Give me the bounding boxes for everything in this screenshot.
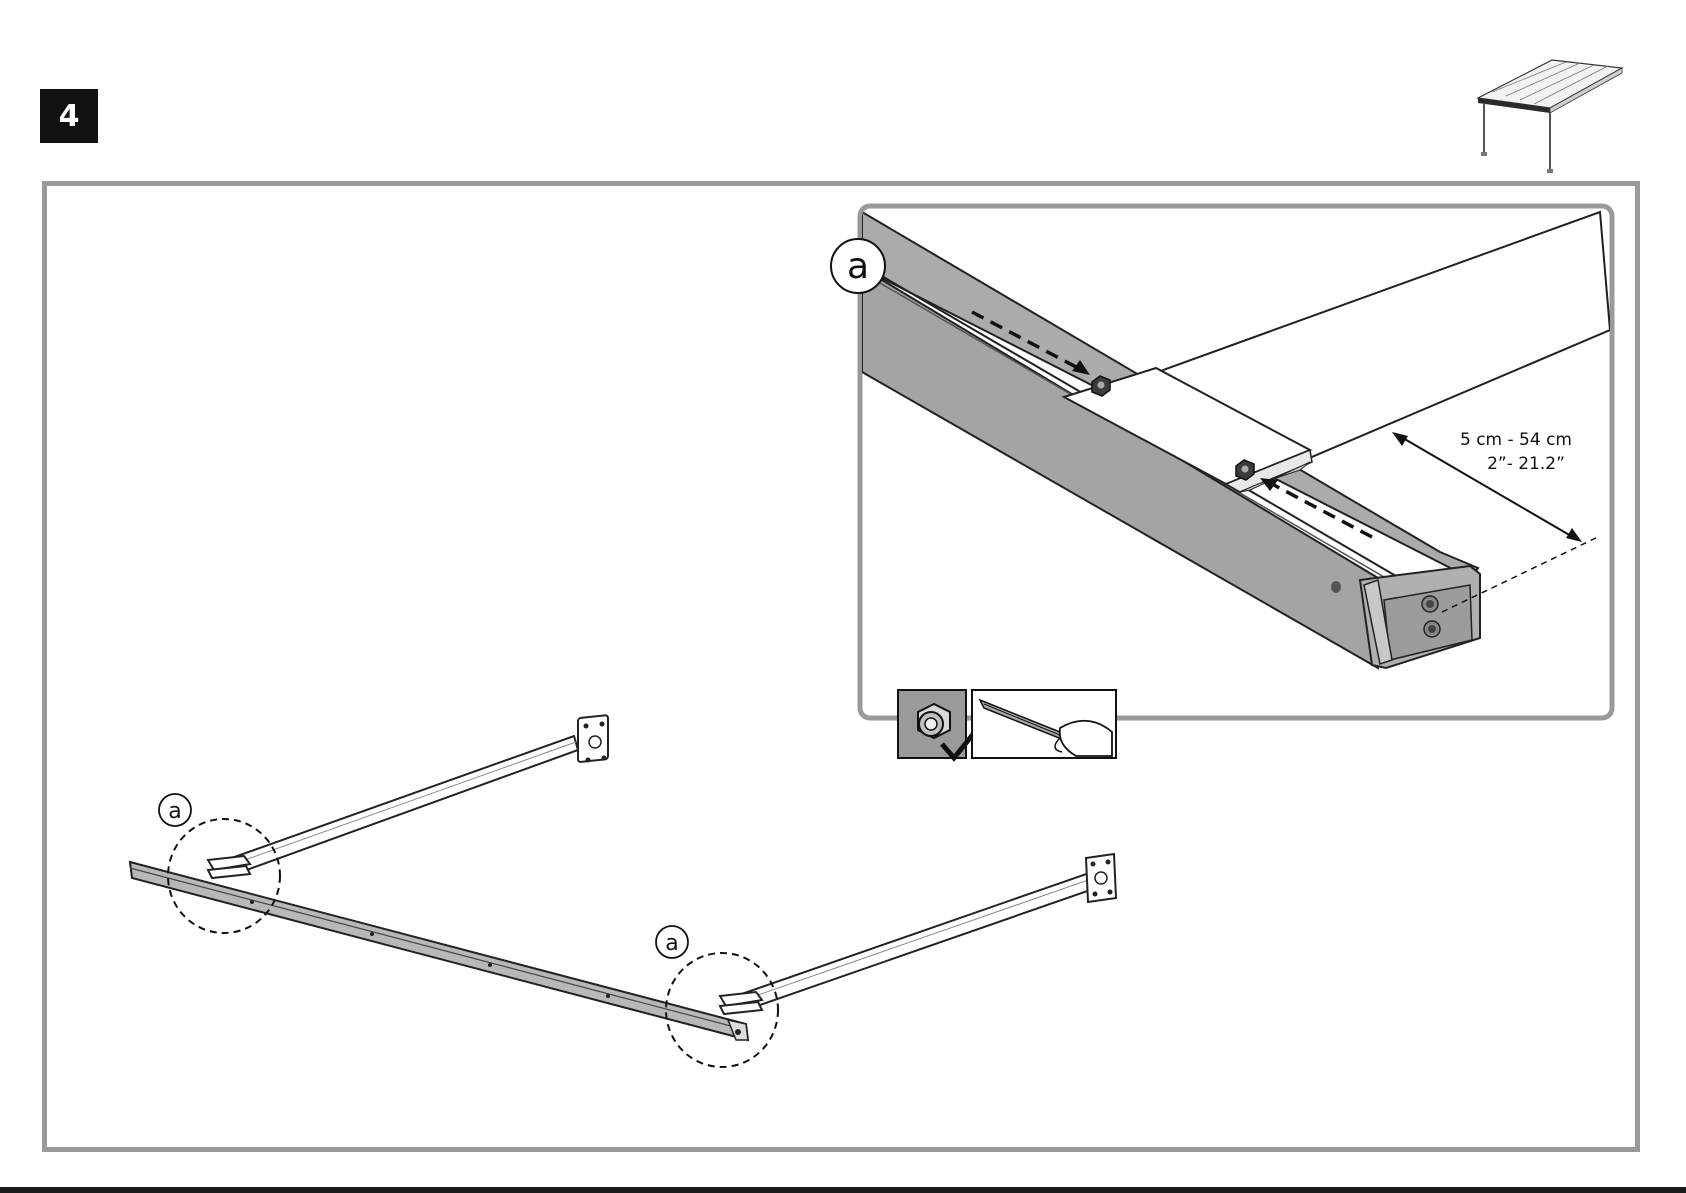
page-footer-rule xyxy=(0,1187,1686,1193)
wall-bracket xyxy=(1086,854,1116,902)
nut-tighten-icon xyxy=(898,690,966,758)
assembly-view: a a xyxy=(130,715,1116,1067)
wall-bracket xyxy=(578,715,608,762)
hand-slide-icon xyxy=(972,690,1116,758)
dimension-metric: 5 cm - 54 cm xyxy=(1460,430,1572,450)
detail-inset: 5 cm - 54 cm 2”- 21.2” a xyxy=(831,206,1612,718)
detail-callout-label: a xyxy=(847,246,869,287)
assembly-callout-right: a xyxy=(665,931,678,956)
dimension-imperial: 2”- 21.2” xyxy=(1487,454,1565,474)
assembly-callout-left: a xyxy=(168,799,181,824)
